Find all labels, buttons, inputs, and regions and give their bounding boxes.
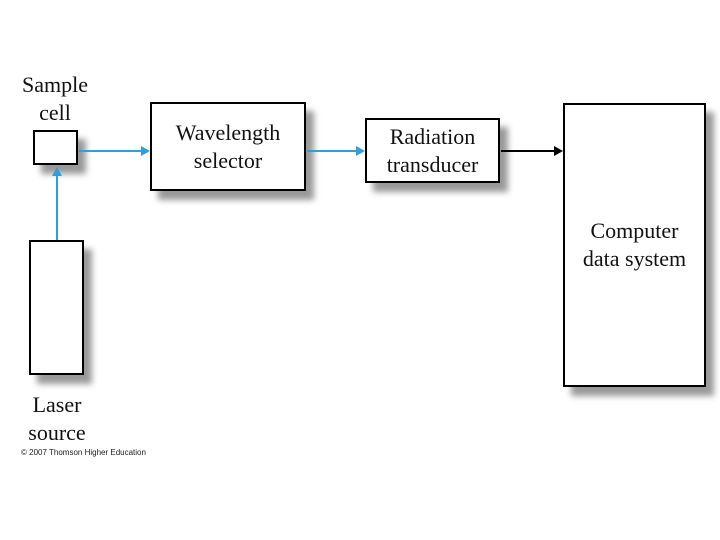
arrow-up-laser-to-sample-cell-icon: [52, 167, 62, 240]
radiation-transducer-label: Radiation transducer: [386, 123, 479, 177]
computer-data-system-label: Computer data system: [582, 218, 687, 271]
arrow-right-wavelength-selector-to-radiation-transducer-icon: [307, 146, 365, 156]
laser-source-label: Laser source: [28, 392, 86, 445]
arrow-right-radiation-transducer-to-computer-icon: [501, 146, 563, 156]
computer-data-system-box: Computer data system: [563, 103, 706, 387]
copyright-text: © 2007 Thomson Higher Education: [21, 448, 146, 457]
sample-cell-label: Sample cell: [22, 72, 88, 125]
arrow-right-sample-cell-to-wavelength-selector-icon: [79, 146, 150, 156]
laser-source-box: [29, 240, 84, 375]
sample-cell-box: [33, 130, 78, 165]
radiation-transducer-box: Radiation transducer: [365, 118, 500, 183]
wavelength-selector-label: Wavelength selector: [175, 119, 281, 173]
wavelength-selector-box: Wavelength selector: [150, 102, 306, 191]
